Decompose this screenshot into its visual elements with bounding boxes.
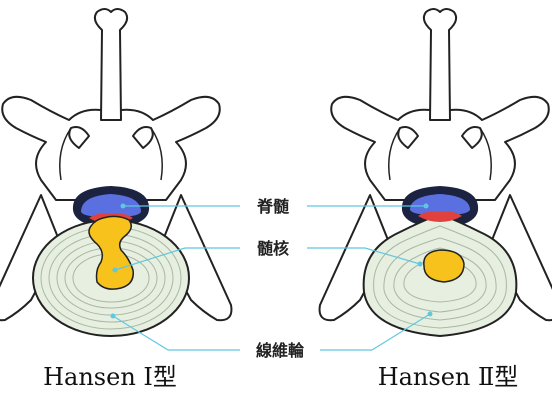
- leader-lines: [112, 205, 431, 351]
- caption-hansen-ii: Hansen Ⅱ型: [378, 363, 519, 391]
- label-nucleus: 髄核: [257, 239, 289, 258]
- label-spinal-cord: 脊髄: [256, 197, 289, 216]
- vertebra-right: [318, 8, 552, 338]
- label-annulus: 線維輪: [256, 341, 305, 360]
- nucleus-contained: [423, 249, 465, 283]
- nucleus-herniated: [88, 215, 134, 290]
- vertebra-left: [0, 8, 233, 337]
- caption-hansen-i: Hansen Ⅰ型: [43, 363, 177, 391]
